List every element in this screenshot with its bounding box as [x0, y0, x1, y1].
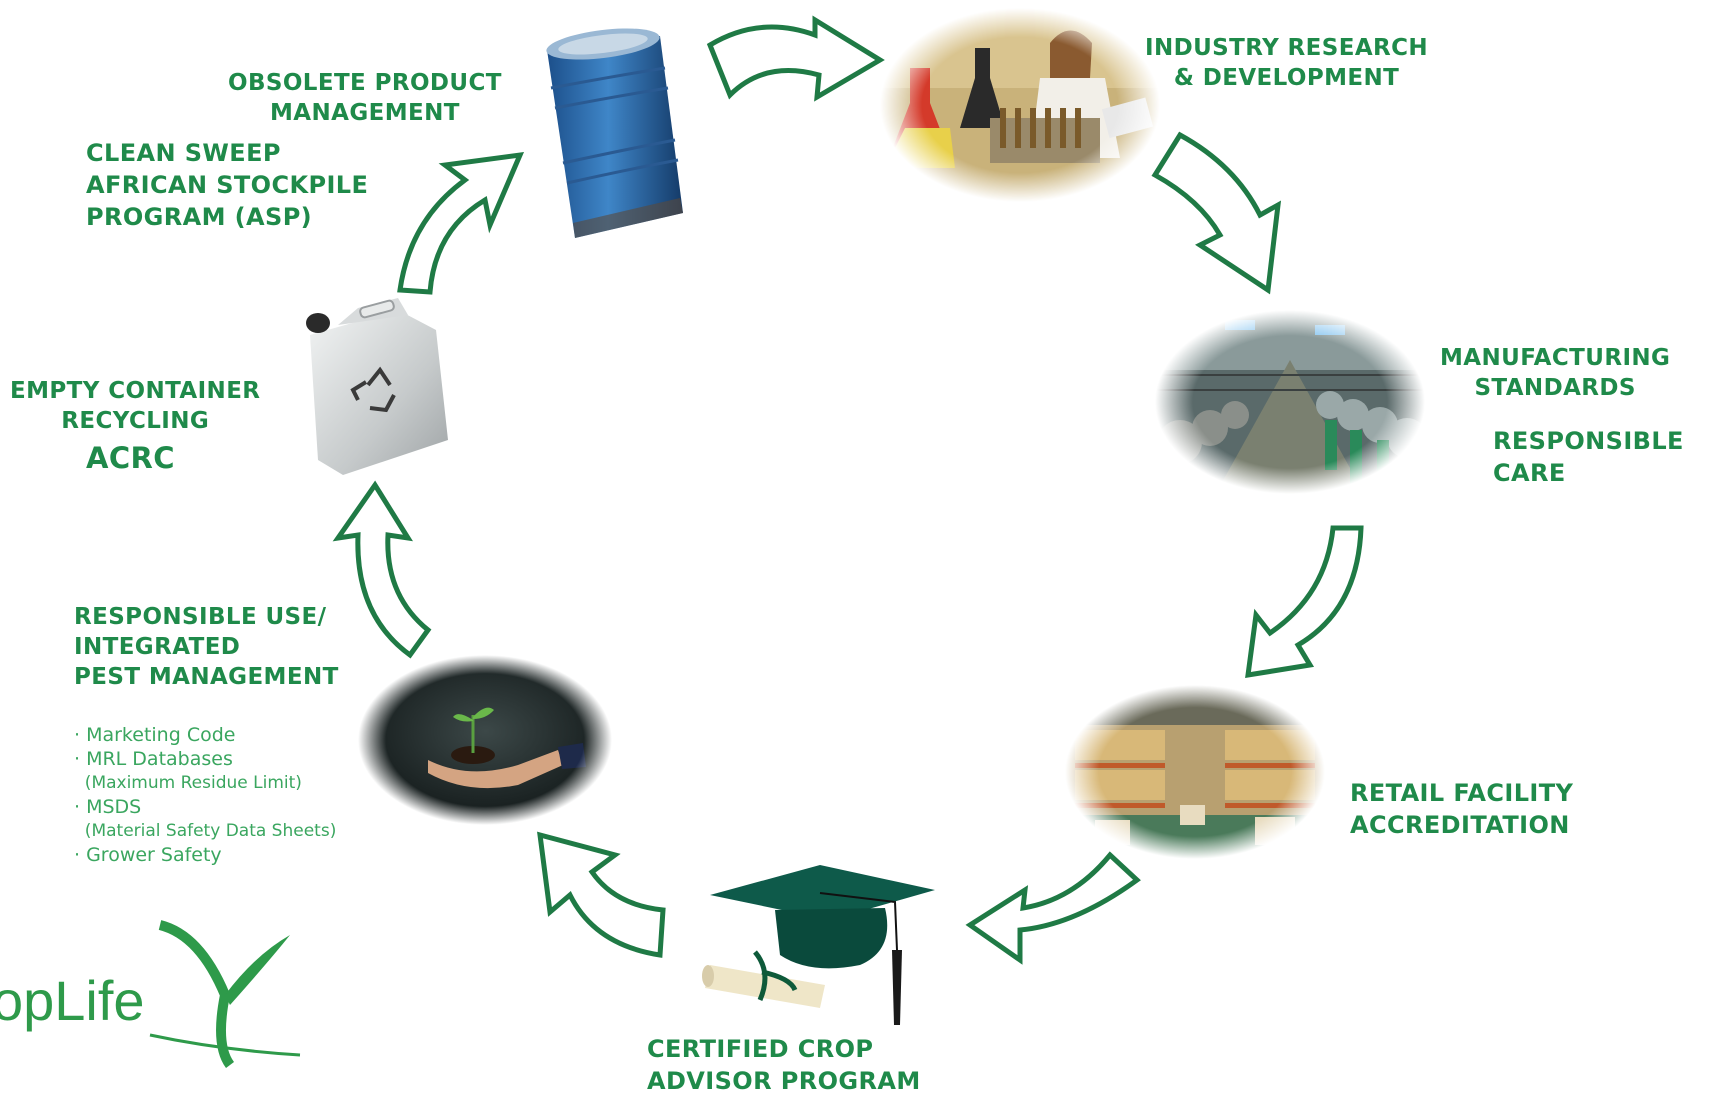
acrc-label: ACRC — [86, 441, 175, 475]
factory-photo — [1155, 310, 1425, 495]
clean-sweep-label: CLEAN SWEEP AFRICAN STOCKPILE PROGRAM (A… — [86, 137, 368, 233]
research-label: INDUSTRY RESEARCH & DEVELOPMENT — [1145, 33, 1428, 93]
manufacturing-label-line2: STANDARDS — [1474, 375, 1636, 401]
retail-label: RETAIL FACILITY ACCREDITATION — [1350, 777, 1573, 841]
retail-label-line2: ACCREDITATION — [1350, 811, 1570, 839]
obsolete-label-line2: MANAGEMENT — [269, 100, 460, 126]
logo-text: opLife — [0, 969, 145, 1032]
bullet-marketing-code: · Marketing Code — [74, 724, 236, 746]
bullet-mrl-detail: (Maximum Residue Limit) — [74, 773, 302, 793]
bullet-mrl-databases: · MRL Databases — [74, 748, 233, 770]
research-lab-photo — [880, 8, 1160, 203]
arrow-drum-to-research — [706, 15, 885, 102]
bullet-msds: · MSDS — [74, 796, 142, 818]
research-label-line2: & DEVELOPMENT — [1173, 65, 1400, 91]
retail-label-line1: RETAIL FACILITY — [1350, 779, 1574, 807]
responsible-use-line2: INTEGRATED — [74, 634, 241, 660]
responsible-use-label: RESPONSIBLE USE/ INTEGRATED PEST MANAGEM… — [74, 602, 339, 692]
responsible-use-bullets: · Marketing Code · MRL Databases (Maximu… — [74, 723, 336, 867]
advisor-label: CERTIFIED CROP ADVISOR PROGRAM — [647, 1033, 921, 1097]
responsible-use-line1: RESPONSIBLE USE/ — [74, 604, 327, 630]
manufacturing-label: MANUFACTURING STANDARDS — [1440, 343, 1670, 403]
container-label: EMPTY CONTAINER RECYCLING — [10, 376, 260, 436]
responsible-care-line2: CARE — [1493, 459, 1566, 487]
clean-sweep-line3: PROGRAM (ASP) — [86, 203, 313, 231]
oil-drum-photo — [546, 28, 683, 238]
bullet-grower-safety: · Grower Safety — [74, 844, 222, 866]
container-label-line1: EMPTY CONTAINER — [10, 378, 261, 404]
arrow-hand-to-can — [332, 480, 432, 659]
obsolete-label-line1: OBSOLETE PRODUCT — [228, 70, 502, 96]
research-label-line1: INDUSTRY RESEARCH — [1145, 35, 1429, 61]
seedling-hand-photo — [358, 655, 613, 825]
arrow-cap-to-hand — [537, 831, 666, 958]
arrow-research-to-factory — [1151, 131, 1282, 295]
responsible-use-line3: PEST MANAGEMENT — [74, 664, 339, 690]
arrow-can-to-drum — [397, 151, 525, 295]
clean-sweep-line1: CLEAN SWEEP — [86, 139, 281, 167]
manufacturing-label-line1: MANUFACTURING — [1440, 345, 1671, 371]
graduation-cap-photo — [702, 865, 935, 1025]
advisor-label-line1: CERTIFIED CROP — [647, 1035, 874, 1063]
clean-sweep-line2: AFRICAN STOCKPILE — [86, 171, 369, 199]
responsible-care-label: RESPONSIBLE CARE — [1493, 425, 1684, 489]
arrow-factory-to-warehouse — [1245, 525, 1364, 679]
container-label-line2: RECYCLING — [61, 408, 210, 434]
obsolete-label: OBSOLETE PRODUCT MANAGEMENT — [228, 68, 502, 128]
jerry-can-photo — [306, 298, 448, 475]
arrow-warehouse-to-cap — [965, 851, 1141, 965]
bullet-msds-detail: (Material Safety Data Sheets) — [74, 821, 337, 841]
advisor-label-line2: ADVISOR PROGRAM — [647, 1067, 921, 1095]
warehouse-photo — [1065, 685, 1325, 860]
responsible-care-line1: RESPONSIBLE — [1493, 427, 1684, 455]
croplife-logo: opLife — [0, 920, 301, 1068]
